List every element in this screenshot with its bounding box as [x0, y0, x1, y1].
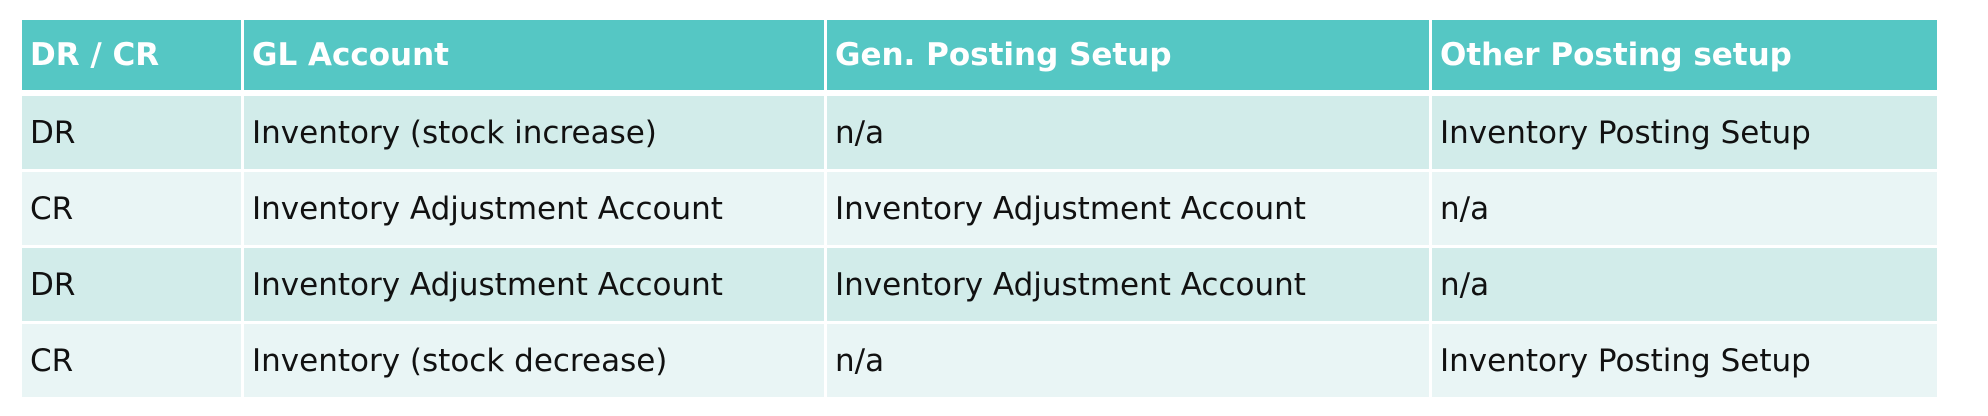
- posting-table: DR / CR GL Account Gen. Posting Setup Ot…: [19, 17, 1940, 400]
- cell-other-posting-setup: Inventory Posting Setup: [1429, 90, 1940, 172]
- cell-dr-cr: DR: [19, 245, 244, 324]
- header-dr-cr: DR / CR: [19, 17, 244, 95]
- cell-gen-posting-setup: n/a: [824, 90, 1432, 172]
- cell-gen-posting-setup: Inventory Adjustment Account: [824, 169, 1432, 248]
- cell-other-posting-setup: n/a: [1429, 169, 1940, 248]
- cell-gl-account: Inventory (stock decrease): [241, 321, 827, 400]
- cell-gl-account: Inventory (stock increase): [241, 90, 827, 172]
- cell-dr-cr: CR: [19, 169, 244, 248]
- table-row: DR Inventory (stock increase) n/a Invent…: [19, 90, 1940, 172]
- cell-gl-account: Inventory Adjustment Account: [241, 169, 827, 248]
- table-row: CR Inventory (stock decrease) n/a Invent…: [19, 321, 1940, 400]
- header-gl-account: GL Account: [241, 17, 827, 95]
- cell-gen-posting-setup: Inventory Adjustment Account: [824, 245, 1432, 324]
- header-other-posting-setup: Other Posting setup: [1429, 17, 1940, 95]
- cell-other-posting-setup: n/a: [1429, 245, 1940, 324]
- cell-dr-cr: DR: [19, 90, 244, 172]
- header-gen-posting-setup: Gen. Posting Setup: [824, 17, 1432, 95]
- table-row: CR Inventory Adjustment Account Inventor…: [19, 169, 1940, 248]
- cell-gl-account: Inventory Adjustment Account: [241, 245, 827, 324]
- cell-gen-posting-setup: n/a: [824, 321, 1432, 400]
- cell-dr-cr: CR: [19, 321, 244, 400]
- header-row: DR / CR GL Account Gen. Posting Setup Ot…: [19, 17, 1940, 95]
- cell-other-posting-setup: Inventory Posting Setup: [1429, 321, 1940, 400]
- table-row: DR Inventory Adjustment Account Inventor…: [19, 245, 1940, 324]
